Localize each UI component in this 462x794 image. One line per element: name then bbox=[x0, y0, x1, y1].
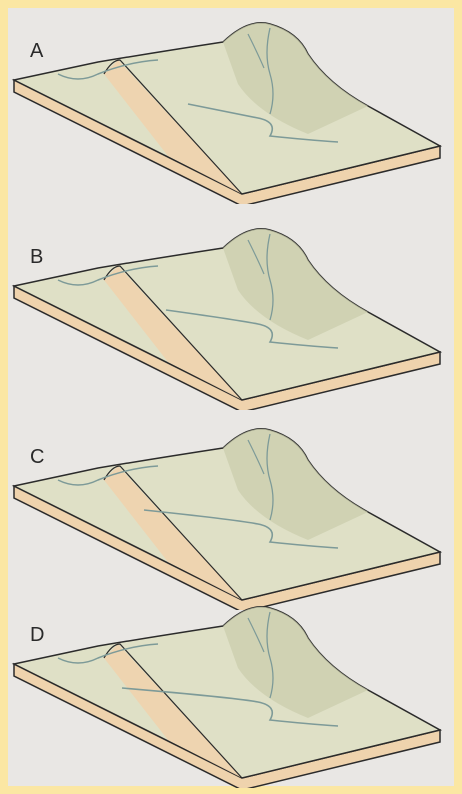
terrain-block-d bbox=[8, 598, 454, 788]
terrain-block-a bbox=[8, 14, 454, 204]
block-diagram-panel-a: A bbox=[8, 14, 454, 204]
terrain-block-c bbox=[8, 420, 454, 610]
block-diagram-panel-d: D bbox=[8, 598, 454, 788]
panel-label-a: A bbox=[30, 40, 43, 63]
terrain-block-b bbox=[8, 220, 454, 410]
block-diagram-panel-c: C bbox=[8, 420, 454, 610]
block-diagram-panel-b: B bbox=[8, 220, 454, 410]
panel-label-b: B bbox=[30, 246, 43, 269]
panel-label-c: C bbox=[30, 446, 44, 469]
panel-label-d: D bbox=[30, 624, 44, 647]
